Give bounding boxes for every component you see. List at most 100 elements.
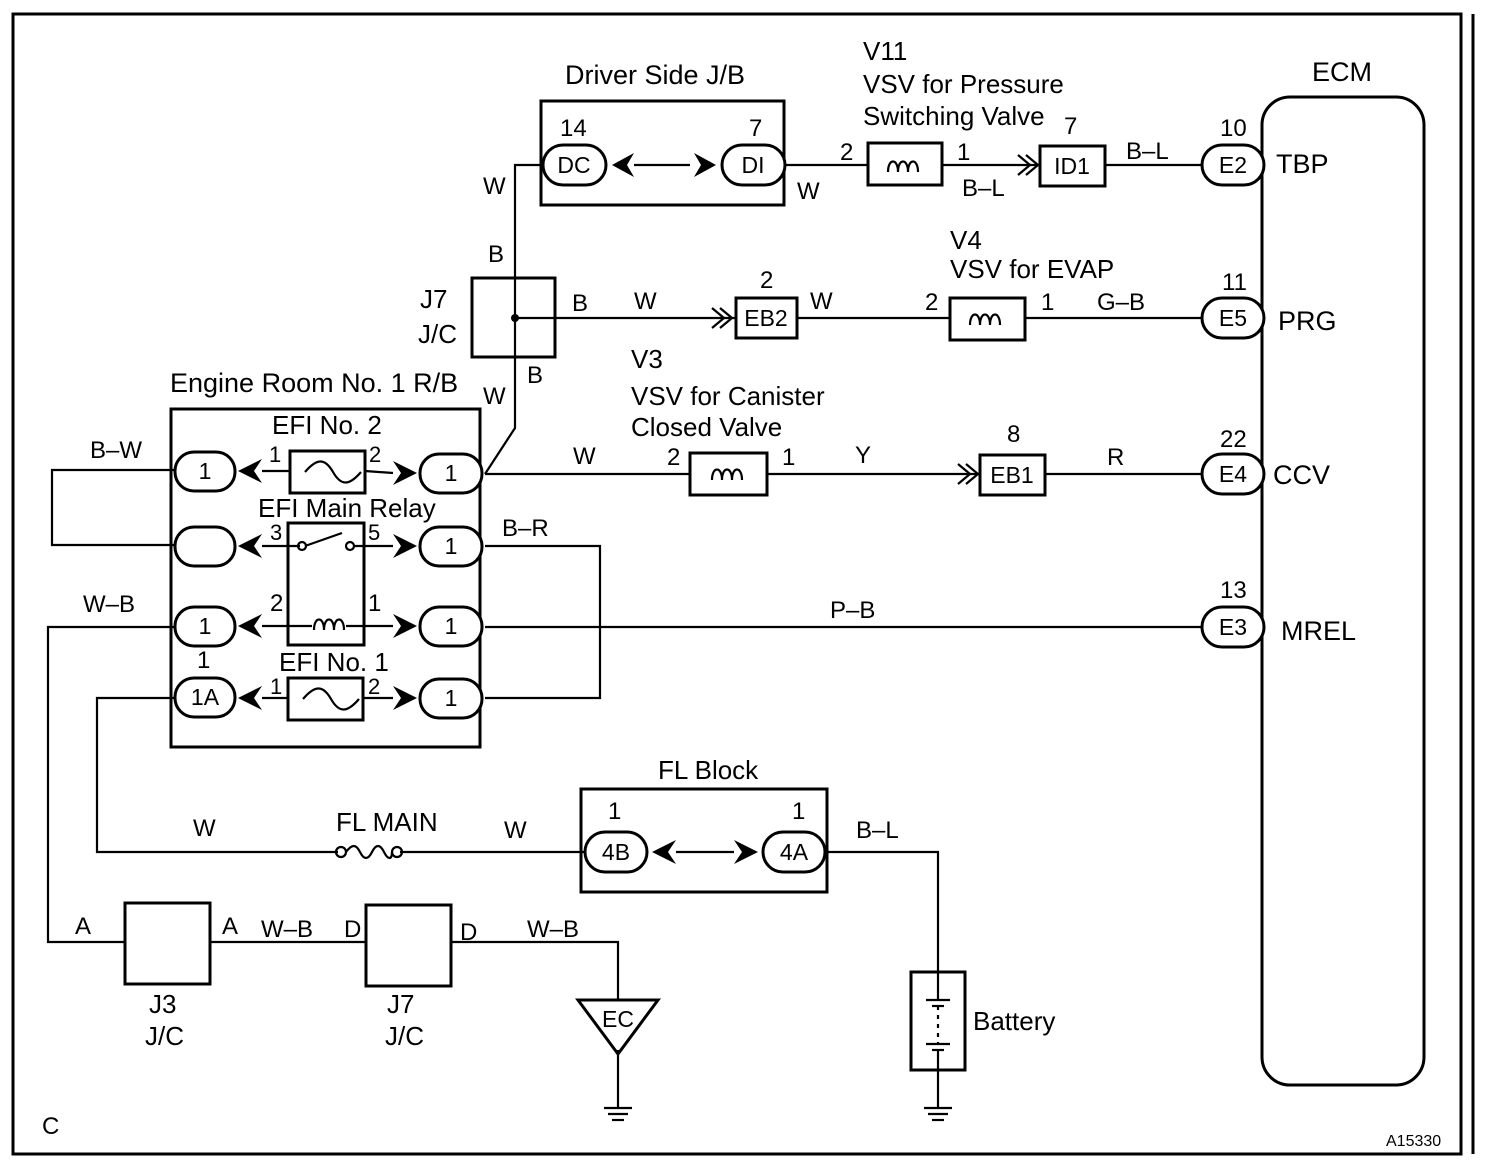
- wire-label-w: W: [193, 815, 216, 842]
- rb-conn-left-3-label: 1: [199, 613, 212, 639]
- chevron-left-icon: [238, 459, 262, 483]
- wire-wb-j7-ec: [451, 940, 620, 1000]
- chevron-left-icon: [238, 686, 262, 710]
- j7-top-pin-bottom: B: [527, 362, 543, 389]
- efi2-pin-left: 1: [269, 442, 281, 467]
- ecm-signal-prg: PRG: [1278, 306, 1337, 336]
- arrow-in-icon: [711, 307, 726, 329]
- wire-label-wb: W–B: [261, 916, 313, 943]
- wire-label-wb: W–B: [527, 916, 579, 943]
- chevron-left-icon: [238, 614, 262, 638]
- j7-top: J7 J/C B B B: [418, 241, 588, 389]
- rb-conn-right-2-label: 1: [445, 533, 458, 559]
- relay-switch-icon: [304, 531, 343, 548]
- chevron-right-icon: [393, 614, 417, 638]
- wire-wb-left: [46, 625, 175, 944]
- j3-pin-right: A: [222, 913, 238, 940]
- j7-top-label-2: J/C: [418, 319, 457, 349]
- driver-jb-pin-dc: 14: [560, 115, 587, 142]
- arrow-in-icon: [1025, 154, 1040, 176]
- rb-conn-right-3: [418, 605, 484, 648]
- figure-code: C: [42, 1113, 59, 1140]
- relay-pin-3: 3: [270, 520, 282, 545]
- connector-eb2-group: 2 EB2: [711, 267, 799, 340]
- efi1-pin-right: 2: [368, 674, 380, 699]
- connector-eb1-group: 8 EB1: [957, 421, 1047, 497]
- fl-main-label: FL MAIN: [336, 807, 438, 837]
- v3-desc-1: VSV for Canister: [631, 381, 825, 411]
- ecm: ECM 10 E2 TBP 11 E5 PRG 22 E4 CCV 13 E3 …: [1200, 57, 1426, 1087]
- fl-main: FL MAIN: [334, 807, 438, 860]
- rb-conn-right-4: [418, 677, 484, 720]
- connector-dc: [541, 143, 608, 187]
- fl-block-title: FL Block: [658, 755, 759, 785]
- fl-block: FL Block 1 4B 1 4A: [579, 755, 829, 894]
- chevron-left-icon: [238, 534, 262, 558]
- chevron-right-icon: [393, 686, 417, 710]
- relay-label: EFI Main Relay: [258, 493, 436, 523]
- connector-di-code: DI: [742, 152, 765, 178]
- wire-label-w: W: [634, 288, 657, 315]
- connector-eb2: [734, 296, 799, 340]
- v11-desc-2: Switching Valve: [863, 101, 1045, 131]
- efi2-label: EFI No. 2: [272, 410, 382, 440]
- ecm-signal-mrel: MREL: [1281, 616, 1356, 646]
- wire-label-w: W: [810, 288, 833, 315]
- connector-4b: [583, 830, 649, 874]
- figure-number: A15330: [1386, 1133, 1441, 1150]
- ecm-pin-mrel: 13: [1220, 577, 1247, 604]
- arrow-in-icon: [957, 463, 972, 485]
- j7-bottom-jc: J7 J/C D D: [344, 903, 477, 1051]
- chevron-right-icon: [694, 153, 716, 177]
- j7-bottom-pin-left: D: [344, 916, 361, 943]
- j3-box: [123, 901, 212, 986]
- ec-label: EC: [602, 1006, 634, 1032]
- j7-top-pin-right: B: [572, 290, 588, 317]
- j7-top-box: [470, 276, 557, 359]
- driver-jb-box: [539, 99, 786, 207]
- arrow-in-icon: [1017, 154, 1032, 176]
- engine-room-rb: Engine Room No. 1 R/B 1 1 1A 1 1 1 1 1: [169, 368, 484, 749]
- fuse-icon: [304, 460, 362, 484]
- connector-4a: [761, 830, 827, 874]
- connector-id1-group: 7 ID1: [1017, 113, 1107, 188]
- rb-conn-left-1: [173, 450, 237, 493]
- ecm-signal-ccv: CCV: [1273, 460, 1330, 490]
- junction-dot: [511, 314, 519, 322]
- fl-pin-4b: 1: [608, 798, 621, 825]
- wire-label-w: W: [504, 817, 527, 844]
- chevron-left-icon: [612, 153, 634, 177]
- ecm-code-e5: E5: [1219, 305, 1247, 331]
- coil-icon: [710, 468, 744, 481]
- v11-pin-left: 2: [840, 139, 853, 166]
- wire-label-w: W: [573, 443, 596, 470]
- eb2-code: EB2: [744, 305, 787, 331]
- rb-conn-right-4-label: 1: [445, 685, 458, 711]
- driver-jb-title: Driver Side J/B: [565, 60, 745, 90]
- rb-conn-1a-pin: 1: [197, 647, 210, 674]
- wire-label-wb: W–B: [83, 591, 135, 618]
- ecm-connector-e5: [1200, 296, 1266, 340]
- ecm-code-e2: E2: [1219, 152, 1247, 178]
- battery-group: Battery: [909, 970, 1055, 1122]
- wires: [46, 163, 1202, 1108]
- v3-box: [688, 451, 769, 497]
- coil-icon: [886, 160, 920, 173]
- eb2-pin: 2: [760, 267, 773, 294]
- eb1-pin: 8: [1007, 421, 1020, 448]
- id1-code: ID1: [1054, 153, 1090, 179]
- v4-code: V4: [950, 225, 982, 255]
- v11-code: V11: [863, 36, 907, 66]
- j7-bottom-box: [364, 903, 453, 988]
- ecm-connector-e2: [1200, 143, 1266, 187]
- wire-label-y: Y: [855, 442, 871, 469]
- v11-box: [866, 141, 944, 187]
- battery-label: Battery: [973, 1006, 1055, 1036]
- eb1-code: EB1: [990, 462, 1033, 488]
- ecm-pin-prg: 11: [1222, 269, 1247, 296]
- wire-w-dc-j7: [484, 163, 543, 475]
- ecm-code-e3: E3: [1219, 614, 1247, 640]
- j3-label-2: J/C: [145, 1021, 184, 1051]
- vsv-v4: V4 VSV for EVAP 2 1: [925, 225, 1114, 342]
